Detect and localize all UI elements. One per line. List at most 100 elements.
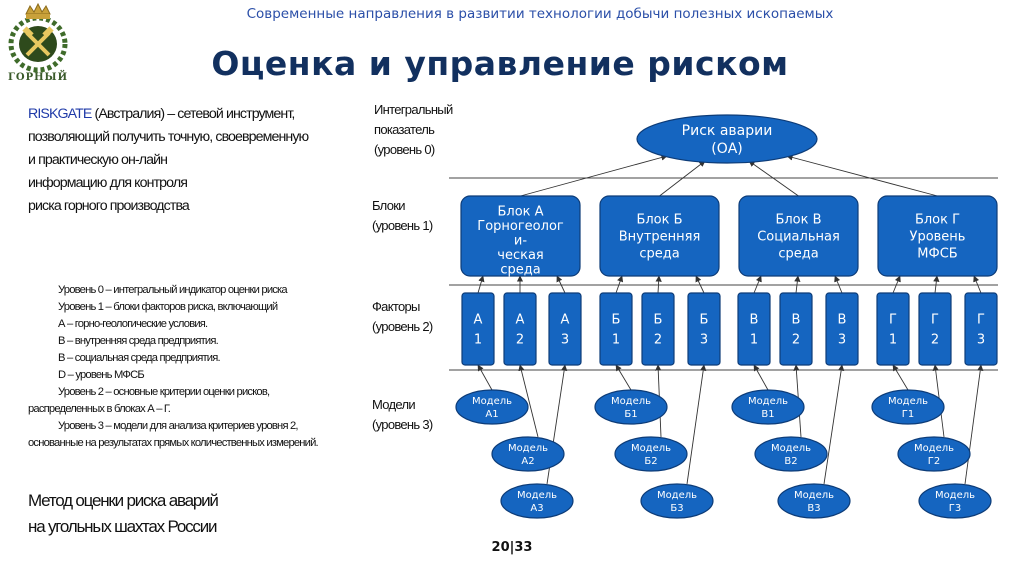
method-caption: Метод оценки риска аварий на угольных ша… — [28, 488, 328, 540]
model-node-label-line: В2 — [784, 456, 797, 467]
slide-title: Оценка и управление риском — [211, 44, 789, 83]
factor-node-label-line: 2 — [516, 333, 524, 348]
factor-node — [876, 292, 910, 366]
top-node-label: Риск аварии(ОА) — [682, 123, 773, 157]
legend-line: основанные на результатах прямых количес… — [28, 437, 319, 449]
connector-arrow — [973, 275, 982, 294]
diagram-nodes: Риск аварии(ОА)Блок АГорногеологи-ческая… — [455, 114, 998, 519]
model-node-label-line: В1 — [761, 409, 774, 420]
legend-line: D – уровень МФСБ — [58, 369, 145, 381]
model-node-label-line: Модель — [935, 490, 975, 501]
factor-node-label-line: 1 — [750, 333, 758, 348]
model-node — [754, 436, 828, 472]
level-legend: Уровень 0 – интегральный индикатор оценк… — [28, 282, 348, 452]
level-label-line: Интегральный — [374, 102, 453, 117]
model-node-label-line: Модель — [517, 490, 557, 501]
factor-node-label-line: 3 — [561, 333, 569, 348]
factor-node — [687, 292, 721, 366]
factor-node-label-line: Б — [700, 313, 709, 328]
factor-node-label: А2 — [516, 313, 525, 348]
block-node-label-line: МФСБ — [917, 247, 957, 262]
factor-node-label-line: 1 — [612, 333, 620, 348]
model-node — [500, 483, 574, 519]
model-node-label-line: Модель — [472, 396, 512, 407]
model-node-label-line: Г1 — [902, 409, 914, 420]
model-node-label-line: Модель — [888, 396, 928, 407]
riskgate-highlight: RISKGATE — [28, 106, 92, 122]
connector-arrow — [518, 364, 539, 438]
factor-node-label: Г3 — [977, 313, 985, 348]
intro-line: и практическую он-лайн — [28, 152, 168, 168]
level-label-line: (уровень 3) — [372, 417, 433, 432]
factor-node-label: А1 — [474, 313, 483, 348]
factor-node-label-line: 3 — [700, 333, 708, 348]
connector-arrow — [556, 275, 566, 294]
university-logo — [4, 2, 72, 88]
level-label-line: (уровень 2) — [372, 319, 433, 334]
factor-node-label-line: В — [750, 313, 759, 328]
model-node-label-line: Г3 — [949, 503, 961, 514]
factor-node-label-line: 1 — [474, 333, 482, 348]
model-node-label-line: Модель — [657, 490, 697, 501]
model-node-label-line: Модель — [611, 396, 651, 407]
model-node-label-line: А1 — [485, 409, 498, 420]
block-node — [738, 195, 859, 277]
block-node-label-line: среда — [778, 247, 818, 262]
connector-arrow — [892, 364, 909, 391]
top-node-accident-risk — [636, 114, 818, 164]
factor-node — [737, 292, 771, 366]
connector-arrow — [615, 364, 632, 391]
connector-arrow — [477, 364, 493, 391]
factor-node-label-line: 1 — [889, 333, 897, 348]
connector-arrow — [786, 154, 938, 197]
model-node-label-line: Б3 — [670, 503, 683, 514]
legend-line: Уровень 3 – модели для анализа критериев… — [58, 420, 299, 432]
factor-node-label-line: Г — [889, 313, 897, 328]
factor-node-label: Г1 — [889, 313, 897, 348]
model-node — [640, 483, 714, 519]
level-label-line: Блоки — [372, 198, 405, 213]
model-node — [614, 436, 688, 472]
factor-node-label-line: Б — [654, 313, 663, 328]
legend-line: распределенных в блоках А – Г. — [28, 403, 171, 415]
factor-node-label-line: А — [561, 313, 570, 328]
factor-node-label-line: 3 — [838, 333, 846, 348]
factor-node-label-line: Б — [612, 313, 621, 328]
model-node — [918, 483, 992, 519]
model-node-label-line: Модель — [771, 443, 811, 454]
block-node-label-line: среда — [500, 263, 540, 278]
top-node-label-line: Риск аварии — [682, 123, 773, 139]
riskgate-description: RISKGATE (Австралия) – сетевой инструмен… — [28, 103, 348, 218]
method-line: на угольных шахтах России — [28, 517, 217, 536]
factor-node — [641, 292, 675, 366]
block-node-label-line: Горногеолог — [477, 219, 564, 234]
factor-node-label: Б3 — [700, 313, 709, 348]
model-node — [455, 389, 529, 425]
crown-crossed-hammers-icon — [8, 2, 68, 73]
factor-node — [964, 292, 998, 366]
intro-line: позволяющий получить точную, своевременн… — [28, 129, 309, 145]
connector-arrow — [659, 160, 706, 197]
factor-node-label-line: А — [474, 313, 483, 328]
factor-node-label-line: 2 — [931, 333, 939, 348]
model-node — [897, 436, 971, 472]
legend-line: В – социальная среда предприятия. — [58, 352, 221, 364]
model-node-label-line: Модель — [794, 490, 834, 501]
model-node — [594, 389, 668, 425]
connector-arrow — [686, 364, 707, 485]
factor-node-label-line: Г — [931, 313, 939, 328]
model-node-label-line: В3 — [807, 503, 820, 514]
connector-arrow — [695, 275, 705, 294]
block-node-label-line: Блок В — [775, 213, 821, 228]
connector-arrow — [477, 275, 485, 294]
model-node-label-line: Модель — [748, 396, 788, 407]
level-separators — [449, 177, 998, 371]
